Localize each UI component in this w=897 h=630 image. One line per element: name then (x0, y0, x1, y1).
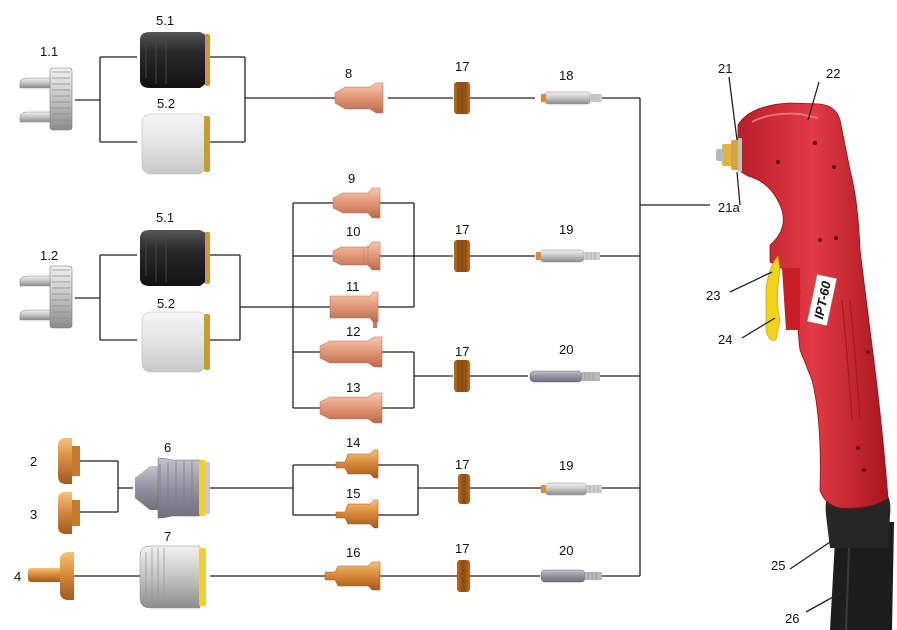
part-3-shield (58, 492, 80, 534)
label-14: 14 (346, 435, 360, 450)
part-19-electrode (536, 249, 600, 263)
label-8: 8 (345, 66, 352, 81)
torch-ipt-60: IPT-60 (716, 102, 894, 630)
label-3: 3 (30, 507, 37, 522)
part-2-shield (58, 438, 80, 484)
part-20-electrode-2 (540, 569, 602, 583)
label-16: 16 (346, 545, 360, 560)
label-5-1: 5.1 (156, 13, 174, 28)
label-26: 26 (785, 611, 799, 626)
label-1-1: 1.1 (40, 44, 58, 59)
part-13-nozzle (319, 392, 383, 424)
label-20-a: 20 (559, 342, 573, 357)
part-19-electrode-2 (541, 482, 602, 496)
label-21: 21 (718, 61, 732, 76)
label-17-a: 17 (455, 59, 469, 74)
part-16-nozzle (324, 561, 381, 591)
label-5-2-b: 5.2 (157, 296, 175, 311)
part-5-1-shield-cap-black (140, 32, 210, 88)
label-19-a: 19 (559, 222, 573, 237)
part-1-2-spacer (19, 265, 73, 329)
part-8-nozzle (334, 82, 384, 114)
label-10: 10 (346, 224, 360, 239)
label-22: 22 (826, 66, 840, 81)
part-17-swirl-ring-e (457, 560, 470, 592)
part-14-nozzle (335, 449, 379, 479)
connector-lines (74, 56, 710, 577)
label-23: 23 (706, 288, 720, 303)
label-2: 2 (30, 454, 37, 469)
label-7: 7 (164, 529, 171, 544)
label-25: 25 (771, 558, 785, 573)
part-9-nozzle (332, 187, 381, 219)
part-10-nozzle (332, 241, 381, 271)
label-12: 12 (346, 324, 360, 339)
part-17-swirl-ring-b (454, 240, 470, 272)
label-17-e: 17 (455, 541, 469, 556)
label-5-1-b: 5.1 (156, 210, 174, 225)
part-7-retaining-cap (139, 545, 206, 609)
part-17-swirl-ring-a (454, 82, 470, 114)
label-9: 9 (348, 171, 355, 186)
label-17-d: 17 (455, 457, 469, 472)
part-11-nozzle (329, 291, 379, 328)
part-1-1-spacer (19, 67, 73, 131)
part-5-2-shield-cap-white-2 (141, 311, 210, 373)
label-19-b: 19 (559, 458, 573, 473)
label-15: 15 (346, 486, 360, 501)
label-20-b: 20 (559, 543, 573, 558)
part-17-swirl-ring-c (454, 360, 470, 392)
torch-pointer-lines (728, 76, 843, 613)
part-12-nozzle (319, 336, 383, 368)
label-11: 11 (346, 279, 360, 294)
part-20-electrode (529, 370, 600, 383)
part-5-2-shield-cap-white (141, 113, 210, 175)
part-5-1-shield-cap-black-2 (140, 230, 210, 286)
part-6-retaining-cap (135, 457, 210, 519)
part-17-swirl-ring-d (458, 474, 470, 504)
label-6: 6 (164, 440, 171, 455)
label-4: 4 (14, 569, 21, 584)
label-21a: 21a (718, 200, 740, 215)
label-17-b: 17 (455, 222, 469, 237)
part-labels: 1.1 5.1 5.2 8 17 18 1.2 5.1 5.2 9 10 11 … (14, 13, 840, 626)
label-18: 18 (559, 68, 573, 83)
label-1-2: 1.2 (40, 248, 58, 263)
part-4-shield (28, 552, 74, 600)
label-17-c: 17 (455, 344, 469, 359)
label-13: 13 (346, 380, 360, 395)
label-5-2: 5.2 (157, 96, 175, 111)
part-15-nozzle (335, 499, 379, 529)
label-24: 24 (718, 332, 732, 347)
part-18-electrode (541, 91, 602, 105)
